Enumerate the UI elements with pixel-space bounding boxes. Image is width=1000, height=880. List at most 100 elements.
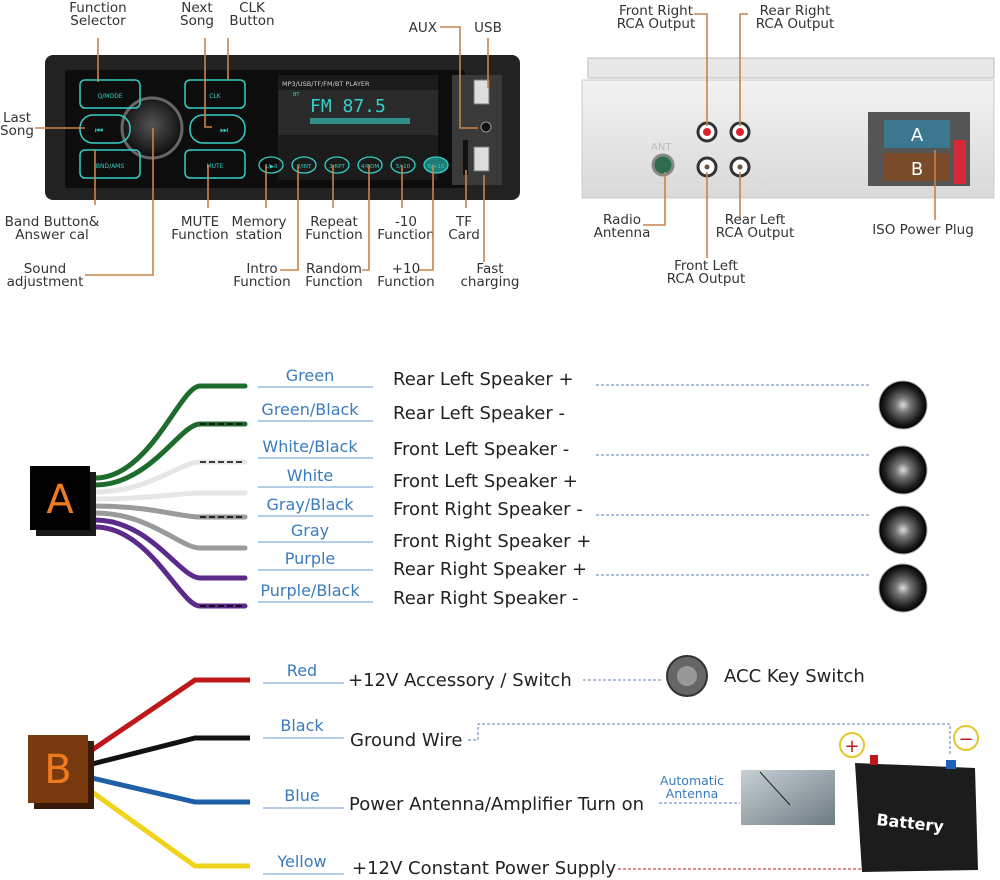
wire [92, 421, 248, 488]
callout-text: Rear Right [760, 3, 831, 19]
wire-function-label: Rear Left Speaker - [393, 403, 565, 424]
next-button[interactable] [189, 114, 246, 144]
callout-text: Song [0, 123, 34, 139]
callout-line [204, 38, 212, 128]
callout-text: Function [305, 274, 362, 290]
preset-button-2[interactable] [291, 156, 317, 174]
button-0[interactable] [79, 79, 141, 109]
callout-text: TF [455, 214, 472, 230]
callout-text: Function [377, 227, 434, 243]
callout-text: Front Left [674, 258, 738, 274]
callout-text: RCA Output [667, 271, 746, 287]
wire [92, 490, 248, 502]
callout-text: Front Right [619, 3, 693, 19]
callout-text: Card [448, 227, 480, 243]
callout-text: Fast [476, 261, 503, 277]
callout-iso-power-plug: ISO Power Plug [872, 150, 974, 238]
callout-line [418, 165, 434, 271]
head-unit-rear: ANT A B [581, 57, 995, 199]
connector-b-face [28, 735, 88, 803]
head-unit-front: MP3/USB/TF/FM/BT PLAYER BT FM 87.5 Q/MOD… [45, 55, 520, 200]
connector-a-label: A [46, 477, 74, 523]
wire-color-label: Gray/Black [267, 495, 355, 514]
prev-icon: ⏮ [95, 126, 103, 136]
display-bt: BT [293, 92, 300, 98]
button-2[interactable] [79, 149, 141, 179]
tf-card-slot[interactable] [463, 140, 468, 175]
battery-icon [855, 763, 978, 872]
usb-port-1[interactable] [473, 79, 490, 105]
callout-text: Function [305, 227, 362, 243]
callout-text: MUTE [181, 214, 219, 230]
wire-color-label: White/Black [262, 437, 358, 456]
wire-color-label: Purple/Black [260, 581, 360, 600]
callout-text: station [236, 227, 282, 243]
wire-function-label: Front Left Speaker - [393, 439, 569, 460]
preset-button-3[interactable] [324, 156, 350, 174]
display-spectrum [310, 118, 410, 124]
callout-text: Last [3, 110, 31, 126]
preset-label: 5/-10 [396, 164, 411, 170]
callout-text: RCA Output [617, 16, 696, 32]
preset-button-6[interactable] [423, 156, 449, 174]
callout-text: Rear Left [725, 212, 786, 228]
callout-text: +10 [392, 261, 421, 277]
brand-strip: MP3/USB/TF/FM/BT PLAYER [282, 80, 370, 88]
callout-band-button: Band Button&Answer cal [5, 150, 100, 243]
wire [92, 459, 248, 495]
prev-button[interactable] [79, 114, 131, 144]
wire-color-label: Blue [284, 786, 319, 805]
usb-port-2[interactable] [473, 146, 490, 172]
callout-plus10-function: +10 Function [377, 165, 435, 290]
wire [92, 524, 248, 609]
wire-function-label: Rear Left Speaker + [393, 369, 574, 390]
acc-key-switch-label: ACC Key Switch [724, 666, 865, 687]
preset-button-5[interactable] [390, 156, 416, 174]
speaker-icon [878, 445, 928, 495]
wire-a-1: Green Rear Left Speaker + [92, 366, 870, 481]
positive-symbol-icon [839, 732, 865, 758]
callout-text: AUX [409, 20, 437, 36]
preset-button-1[interactable] [258, 156, 284, 174]
aux-jack[interactable] [480, 121, 492, 133]
connector-b-label: B [44, 747, 71, 793]
preset-label: 2/INT [297, 164, 312, 170]
wire-function-label: Power Antenna/Amplifier Turn on [349, 794, 644, 815]
preset-button-4[interactable] [357, 156, 383, 174]
preset-label: 4/RDM [361, 164, 379, 170]
antenna-mast [759, 771, 791, 806]
callout-text: Answer cal [15, 227, 88, 243]
wire [91, 775, 250, 805]
button-label: CLK [209, 93, 222, 100]
callout-line [280, 165, 299, 271]
fuse [954, 140, 966, 184]
wire [92, 503, 248, 520]
callout-line [739, 13, 748, 126]
callout-line [694, 13, 708, 126]
wire-color-label: Green [286, 366, 334, 385]
button-1[interactable] [184, 79, 246, 109]
wire-b-1: Red+12V Accessory / Switch [90, 661, 572, 753]
wire [92, 510, 248, 551]
car-antenna-image [741, 770, 835, 825]
wire-color-label: Yellow [276, 852, 326, 871]
volume-knob[interactable] [120, 96, 184, 160]
callout-text: Selector [70, 13, 126, 29]
button-3[interactable] [184, 149, 246, 179]
wire-color-label: Purple [285, 549, 336, 568]
